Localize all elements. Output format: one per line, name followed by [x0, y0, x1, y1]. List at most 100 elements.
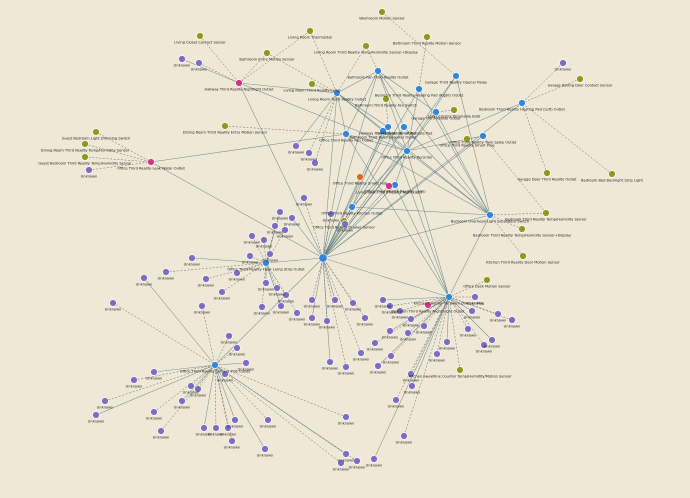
node-unk-65[interactable] — [471, 293, 479, 301]
node-unk-62[interactable] — [109, 299, 117, 307]
node-unk-63[interactable] — [140, 274, 148, 282]
node-s-unk-top[interactable] — [559, 59, 567, 67]
node-r-office-main[interactable] — [342, 130, 350, 138]
node-unk-76[interactable] — [392, 396, 400, 404]
node-unk-75[interactable] — [408, 382, 416, 390]
node-unk-7[interactable] — [85, 166, 93, 174]
node-s-kitchen-counter[interactable] — [456, 366, 464, 374]
node-r-pwr-table[interactable] — [262, 259, 270, 267]
node-unk-34[interactable] — [386, 302, 394, 310]
node-unk-61[interactable] — [198, 302, 206, 310]
node-unk-80[interactable] — [337, 459, 345, 467]
node-unk-11[interactable] — [281, 226, 289, 234]
node-unk-47[interactable] — [233, 344, 241, 352]
node-unk-16[interactable] — [246, 252, 254, 260]
node-s-closet[interactable] — [196, 32, 204, 40]
node-r-office-light[interactable] — [391, 181, 399, 189]
node-unk-85[interactable] — [224, 424, 232, 432]
node-r-cam-pow[interactable] — [211, 361, 219, 369]
node-unk-78[interactable] — [370, 455, 378, 463]
node-unk-9[interactable] — [276, 208, 284, 216]
node-unk-38[interactable] — [404, 329, 412, 337]
node-unk-64[interactable] — [162, 268, 170, 276]
node-unk-19[interactable] — [202, 275, 210, 283]
node-unk-84[interactable] — [231, 416, 239, 424]
node-unk-77[interactable] — [400, 432, 408, 440]
node-unk-60[interactable] — [261, 445, 269, 453]
node-unk-71[interactable] — [494, 310, 502, 318]
node-unk-12[interactable] — [288, 214, 296, 222]
node-unk-25[interactable] — [258, 303, 266, 311]
node-unk-33[interactable] — [379, 296, 387, 304]
node-p-living-light[interactable] — [385, 182, 393, 190]
node-unk-68[interactable] — [480, 341, 488, 349]
node-unk-14[interactable] — [260, 236, 268, 244]
node-unk-49[interactable] — [221, 370, 229, 378]
node-s-dining-temp[interactable] — [81, 140, 89, 148]
node-unk-82[interactable] — [342, 413, 350, 421]
node-s-bath-fan[interactable] — [382, 95, 390, 103]
node-s-washroom[interactable] — [378, 8, 386, 16]
node-unk-43[interactable] — [357, 349, 365, 357]
node-unk-15[interactable] — [266, 250, 274, 258]
node-unk-42[interactable] — [374, 362, 382, 370]
node-s-office-motion[interactable] — [483, 276, 491, 284]
node-unk-55[interactable] — [150, 408, 158, 416]
node-unk-56[interactable] — [157, 427, 165, 435]
node-r-living-outlet[interactable] — [333, 89, 341, 97]
node-r-office-floor[interactable] — [348, 203, 356, 211]
node-unk-5[interactable] — [327, 210, 335, 218]
node-s-bed-strip[interactable] — [608, 170, 616, 178]
node-o-office-hub[interactable] — [356, 173, 364, 181]
node-r-bed-heat-left[interactable] — [518, 99, 526, 107]
node-s-guest-temp[interactable] — [81, 153, 89, 161]
node-p-hallway[interactable] — [235, 79, 243, 87]
node-p-office-leak[interactable] — [147, 158, 155, 166]
node-unk-50[interactable] — [187, 382, 195, 390]
node-s-living-lamp[interactable] — [308, 80, 316, 88]
node-s-kitchen-motion[interactable] — [519, 252, 527, 260]
node-unk-24[interactable] — [277, 302, 285, 310]
node-r-office-rec[interactable] — [403, 147, 411, 155]
node-unk-69[interactable] — [488, 336, 496, 344]
node-unk-13[interactable] — [248, 232, 256, 240]
node-unk-18[interactable] — [188, 254, 196, 262]
node-s-bed-temp[interactable] — [542, 209, 550, 217]
node-unk-8[interactable] — [300, 194, 308, 202]
node-unk-32[interactable] — [361, 314, 369, 322]
node-unk-57[interactable] — [178, 397, 186, 405]
node-r-kitchen-pwr[interactable] — [445, 293, 453, 301]
node-unk-28[interactable] — [323, 317, 331, 325]
node-s-bed-display[interactable] — [518, 225, 526, 233]
node-unk-74[interactable] — [407, 370, 415, 378]
node-unk-17[interactable] — [233, 269, 241, 277]
node-unk-83[interactable] — [264, 416, 272, 424]
node-p-bed-light[interactable] — [424, 301, 432, 309]
node-unk-72[interactable] — [443, 338, 451, 346]
node-r-garage-door[interactable] — [432, 108, 440, 116]
node-unk-3[interactable] — [292, 142, 300, 150]
node-unk-81[interactable] — [342, 450, 350, 458]
node-unk-45[interactable] — [326, 358, 334, 366]
node-s-bath-entry[interactable] — [263, 49, 271, 57]
node-unk-66[interactable] — [468, 307, 476, 315]
node-s-dining-entry[interactable] — [221, 122, 229, 130]
node-r-bed-smart[interactable] — [486, 211, 494, 219]
node-unk-58[interactable] — [194, 385, 202, 393]
node-unk-46[interactable] — [225, 332, 233, 340]
node-coord[interactable] — [318, 253, 328, 263]
node-unk-70[interactable] — [508, 316, 516, 324]
node-unk-40[interactable] — [371, 339, 379, 347]
node-unk-48[interactable] — [242, 359, 250, 367]
node-unk-39[interactable] — [386, 327, 394, 335]
node-unk-54[interactable] — [92, 411, 100, 419]
node-unk-41[interactable] — [387, 352, 395, 360]
node-unk-44[interactable] — [342, 363, 350, 371]
node-r-bath-smart[interactable] — [374, 67, 382, 75]
node-unk-29[interactable] — [308, 296, 316, 304]
node-unk-6[interactable] — [341, 220, 349, 228]
node-unk-35[interactable] — [396, 307, 404, 315]
node-unk-0[interactable] — [178, 55, 186, 63]
node-s-living-temp[interactable] — [362, 42, 370, 50]
